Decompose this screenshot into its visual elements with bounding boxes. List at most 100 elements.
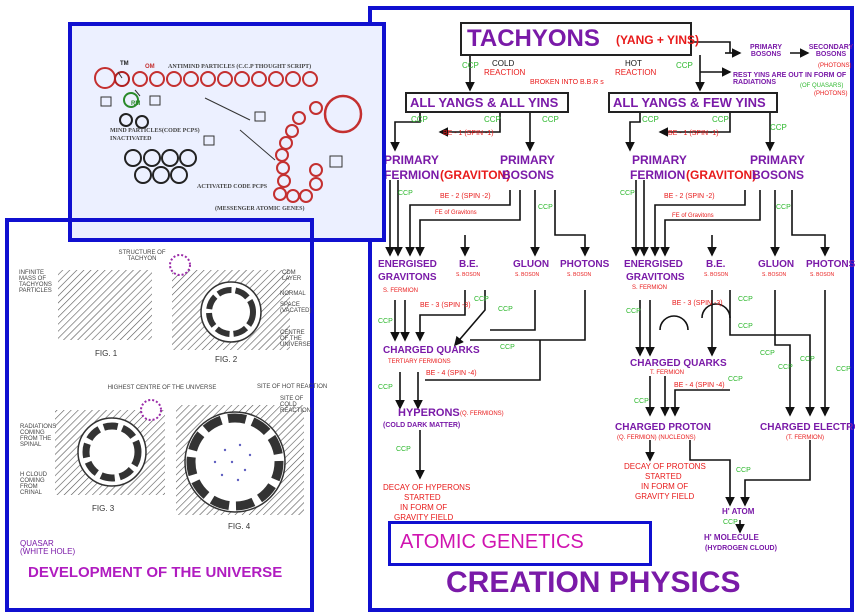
be-right: B.E.	[706, 259, 726, 270]
ccp-label: CCP	[626, 308, 641, 315]
tertiary-fermions: TERTIARY FERMIONS	[388, 359, 451, 365]
gluon-right: GLUON	[758, 259, 795, 270]
ccp-label: CCP	[738, 296, 753, 303]
ccp-label: CCP	[498, 306, 513, 313]
energised-right: ENERGISED	[624, 259, 683, 270]
ccp-label: CCP	[712, 115, 729, 124]
all-yangs-all-yins-label: ALL YANGS & ALL YINS	[410, 95, 559, 110]
decay-protons-3: IN FORM OF	[641, 482, 689, 491]
mind-particles-border	[68, 22, 386, 242]
ccp-label: CCP	[728, 376, 743, 383]
all-yangs-few-yins-label: ALL YANGS & FEW YINS	[613, 95, 766, 110]
hot-reaction-site-label: SITE OF HOT REACTION	[257, 384, 328, 390]
radiations-label: RADIATIONS COMING FROM THE SPINAL	[20, 424, 57, 448]
ccp-label: CCP	[396, 446, 411, 453]
be3-right: BE - 3 (SPIN -3)	[672, 300, 723, 307]
t-fermion: T. FERMION	[650, 370, 684, 376]
charged-quarks-left: CHARGED QUARKS	[383, 345, 480, 356]
tachyons-box	[460, 22, 692, 56]
photons-paren-1: (PHOTONS)	[818, 63, 852, 69]
ccp-label: CCP	[723, 519, 738, 526]
mind-particles-panel	[68, 22, 384, 240]
graviton-right: (GRAVITON)	[686, 168, 757, 182]
hot-reaction-label: REACTION	[615, 68, 657, 77]
cold-dark-matter-label: (COLD DARK MATTER)	[383, 422, 461, 429]
be3-left: BE - 3 (SPIN -3)	[420, 302, 471, 309]
photons-paren-2: (PHOTONS)	[814, 91, 848, 97]
rm-label: RM	[131, 101, 141, 107]
hyperons-label: HYPERONS	[398, 407, 460, 419]
primary-fermion-left-2: FERMION	[384, 168, 440, 182]
s-fermion-left: S. FERMION	[383, 288, 419, 294]
ccp-label: CCP	[836, 366, 851, 373]
s-boson-gluon-right: S. BOSON	[762, 272, 787, 278]
be2-right: BE - 2 (SPIN -2)	[664, 193, 715, 200]
development-universe-panel	[5, 218, 314, 612]
primary-fermion-left-1: PRIMARY	[384, 153, 439, 167]
ccp-label: CCP	[378, 318, 393, 325]
activated-label: ACTIVATED CODE PCPS	[197, 184, 268, 190]
tachyons-title: TACHYONS	[467, 25, 600, 52]
decay-protons-1: DECAY OF PROTONS	[624, 462, 706, 471]
primary-bosons-left-2: BOSONS	[502, 168, 555, 182]
ccp-label: CCP	[634, 398, 649, 405]
ccp-label: CCP	[378, 384, 393, 391]
fig2-label: FIG. 2	[215, 355, 238, 364]
creation-physics-title: CREATION PHYSICS	[446, 566, 741, 599]
ccp-label: CCP	[642, 115, 659, 124]
fig4-label: FIG. 4	[228, 522, 251, 531]
charged-electron-label: CHARGED ELECTRON	[760, 422, 855, 433]
rest-yins-label: REST YINS ARE OUT IN FORM OF RADIATIONS	[733, 72, 847, 86]
ccp-label: CCP	[760, 350, 775, 357]
mind-particles-label: MIND PARTICLES(CODE PCPS)	[110, 128, 200, 134]
ccp-label: CCP	[776, 204, 791, 211]
ccp-label: CCP	[411, 115, 428, 124]
hot-label: HOT	[625, 59, 642, 68]
ccp-label: CCP	[474, 296, 489, 303]
space-vacated-label: SPACE (VACATED)	[280, 302, 312, 314]
cdm-layer-label: CDM LAYER	[282, 270, 302, 282]
ccp-label: CCP	[736, 467, 751, 474]
ccp-label: CCP	[538, 204, 553, 211]
development-title: DEVELOPMENT OF THE UNIVERSE	[28, 564, 283, 581]
primary-fermion-right-1: PRIMARY	[632, 153, 687, 167]
photons-right: PHOTONS	[806, 259, 855, 270]
q-fermion-nucleons: (Q. FERMION) (NUCLEONS)	[617, 435, 696, 441]
hydrogen-cloud-label: (HYDROGEN CLOUD)	[705, 545, 777, 552]
be2-left: BE - 2 (SPIN -2)	[440, 193, 491, 200]
or-quasars-label: (OF QUASARS)	[800, 83, 844, 89]
be4-left: BE - 4 (SPIN -4)	[426, 370, 477, 377]
primary-bosons-top: PRIMARY BOSONS	[749, 44, 783, 58]
ccp-label: CCP	[738, 323, 753, 330]
h-molecule-label: H' MOLECULE	[704, 533, 759, 542]
messenger-label: (MESSENGER ATOMIC GENES)	[215, 206, 305, 212]
ccp-label: CCP	[462, 61, 479, 70]
s-boson-photons-right: S. BOSON	[810, 272, 835, 278]
centre-universe-label: CENTRE OF THE UNIVERSE	[280, 330, 311, 348]
ccp-label: CCP	[542, 115, 559, 124]
ccp-label: CCP	[800, 356, 815, 363]
s-boson-be-right: S. BOSON	[704, 272, 729, 278]
ccp-label: CCP	[484, 115, 501, 124]
fig1-label: FIG. 1	[95, 349, 118, 358]
be-left: B.E.	[459, 259, 479, 270]
antimind-label: ANTIMIND PARTICLES (C.C.P THOUGHT SCRIPT…	[168, 64, 312, 70]
be1-left: BE - 1 (SPIN -1)	[443, 130, 494, 137]
fe-gravitons-right: FE of Gravitons	[672, 213, 714, 219]
s-boson-photons-left: S. BOSON	[567, 272, 592, 278]
broken-label: BROKEN INTO B.B.R s	[530, 79, 604, 86]
structure-tachyon-label: STRUCTURE OF TACHYON	[118, 250, 166, 262]
secondary-bosons-label: SECONDARY BOSONS	[808, 44, 854, 58]
gravitons-right: GRAVITONS	[626, 272, 685, 283]
photons-left: PHOTONS	[560, 259, 610, 270]
charged-proton-label: CHARGED PROTON	[615, 422, 711, 433]
graviton-left: (GRAVITON)	[440, 168, 511, 182]
t-fermion-paren: (T. FERMION)	[786, 435, 824, 441]
primary-bosons-right-2: BOSONS	[752, 168, 805, 182]
decay-hyperons-3: IN FORM OF	[400, 503, 448, 512]
charged-quarks-right: CHARGED QUARKS	[630, 358, 727, 369]
h-cloud-label: H CLOUD COMING FROM CRINAL	[20, 472, 48, 496]
ccp-label: CCP	[676, 61, 693, 70]
